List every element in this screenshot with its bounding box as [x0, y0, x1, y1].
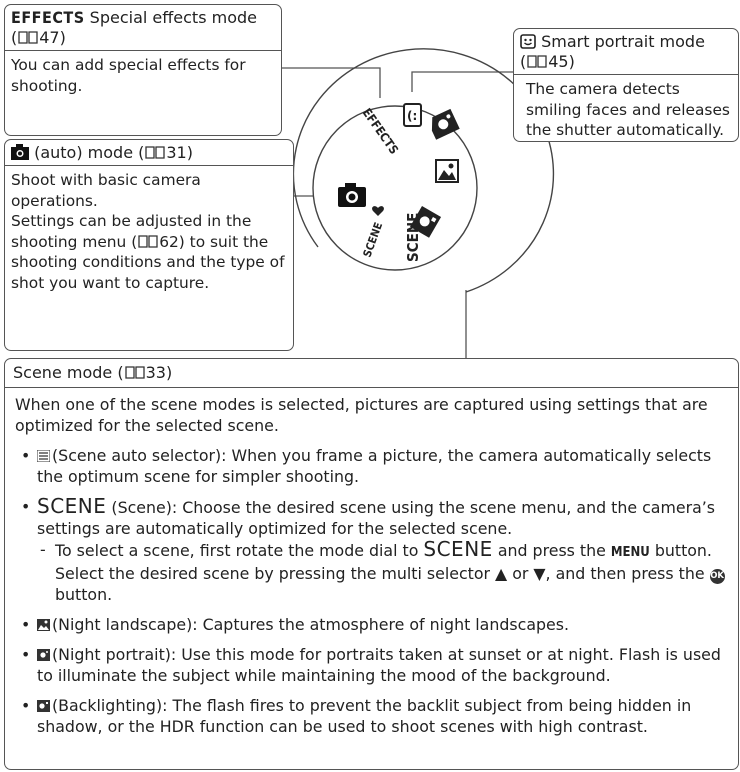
svg-text:(:: (: [407, 109, 417, 123]
sub-text-d: , and then press the [545, 564, 710, 583]
scene-mode-header: Scene mode ( 33) [5, 359, 738, 388]
bullet-scene: (Scene): Choose the desired scene using … [37, 498, 715, 538]
list-item: (Scene auto selector): When you frame a … [15, 445, 728, 487]
auto-title: (auto) mode ( [29, 143, 145, 162]
auto-body-page: 62) to suit the shooting conditions and … [11, 232, 285, 292]
list-item: (Night portrait): Use this mode for port… [15, 644, 728, 686]
dial-smart-portrait-icon: (: [403, 103, 422, 127]
effects-mode-header: EFFECTS Special effects mode (47) [5, 5, 281, 51]
auto-description: Shoot with basic camera operations. Sett… [5, 166, 293, 300]
sub-text-e: button. [55, 585, 113, 604]
scene-intro: When one of the scene modes is selected,… [15, 395, 708, 435]
dial-scene-label: SCENE [404, 213, 422, 262]
scene-keyword: SCENE [423, 537, 493, 561]
auto-ref-page: 31) [166, 143, 193, 162]
night-landscape-icon [37, 619, 50, 631]
scene-bullet-list: (Scene auto selector): When you frame a … [15, 445, 728, 737]
book-icon [138, 235, 158, 248]
effects-ref-open: ( [11, 28, 18, 47]
effects-leader-line [281, 67, 381, 98]
dial-heart-icon [372, 206, 384, 216]
smart-ref-page: 45) [548, 52, 575, 71]
bullet-scene-auto: (Scene auto selector): When you frame a … [37, 446, 712, 486]
up-arrow-icon: ▲ [495, 564, 508, 583]
smart-portrait-header: Smart portrait mode (45) [514, 29, 738, 75]
dial-backlighting-icon [410, 206, 442, 238]
effects-mode-callout: EFFECTS Special effects mode (47) You ca… [4, 4, 282, 136]
smart-portrait-callout: Smart portrait mode (45) The camera dete… [513, 28, 739, 142]
bullet-night-landscape: (Night landscape): Captures the atmosphe… [52, 615, 569, 634]
list-item: (Backlighting): The flash fires to preve… [15, 695, 728, 737]
backlighting-icon [37, 700, 50, 712]
sub-text-a: To select a scene, first rotate the mode… [55, 541, 424, 560]
auto-mode-callout: (auto) mode ( 31) Shoot with basic camera… [4, 139, 294, 351]
smart-leader-line [411, 71, 513, 92]
auto-body-line-2: Settings can be adjusted in the shooting… [11, 211, 287, 293]
auto-body-line-1: Shoot with basic camera operations. [11, 171, 201, 210]
scene-mode-callout: Scene mode ( 33) When one of the scene mo… [4, 358, 739, 770]
menu-button-label: MENU [610, 545, 650, 560]
auto-body-text: Settings can be adjusted in the shooting… [11, 212, 252, 251]
ok-button-icon: OK [709, 569, 725, 584]
dial-camera-icon [338, 183, 366, 207]
camera-icon [11, 144, 29, 160]
effects-title-prefix: EFFECTS [11, 8, 85, 27]
book-icon [124, 366, 145, 379]
scene-sub-item: To select a scene, first rotate the mode… [37, 539, 728, 605]
down-arrow-icon: ▼ [533, 564, 546, 583]
effects-description: You can add special effects for shooting… [11, 56, 246, 95]
bullet-backlighting: (Backlighting): The flash fires to preve… [37, 696, 692, 736]
auto-mode-header: (auto) mode ( 31) [5, 140, 293, 166]
bullet-night-portrait: (Night portrait): Use this mode for port… [37, 645, 721, 685]
list-item: SCENE (Scene): Choose the desired scene … [15, 496, 728, 605]
book-icon [527, 55, 547, 68]
dial-night-landscape-icon [435, 159, 459, 183]
night-portrait-icon [37, 649, 50, 661]
book-icon [18, 31, 38, 44]
smile-icon [520, 34, 536, 49]
smart-title: Smart portrait mode [536, 32, 705, 51]
scene-keyword: SCENE [37, 494, 107, 518]
sub-text-or: or [507, 564, 534, 583]
scene-title-page: 33) [145, 363, 173, 382]
scene-title: Scene mode ( [13, 363, 124, 382]
smart-ref-open: ( [520, 52, 527, 71]
effects-ref-page: 47) [39, 28, 66, 47]
list-item: (Night landscape): Captures the atmosphe… [15, 614, 728, 635]
smart-description: The camera detects smiling faces and rel… [526, 80, 730, 140]
sub-text-c: button. Select the desired scene by pres… [55, 541, 712, 583]
effects-title: Special effects mode [84, 8, 257, 27]
sub-text-b: and press the [492, 541, 611, 560]
dial-outer-arc [292, 48, 555, 293]
book-icon [145, 146, 166, 159]
dial-disk [312, 105, 478, 271]
dial-portrait-icon [431, 108, 460, 140]
scene-auto-icon [37, 450, 50, 462]
scene-description: When one of the scene modes is selected,… [5, 388, 738, 743]
